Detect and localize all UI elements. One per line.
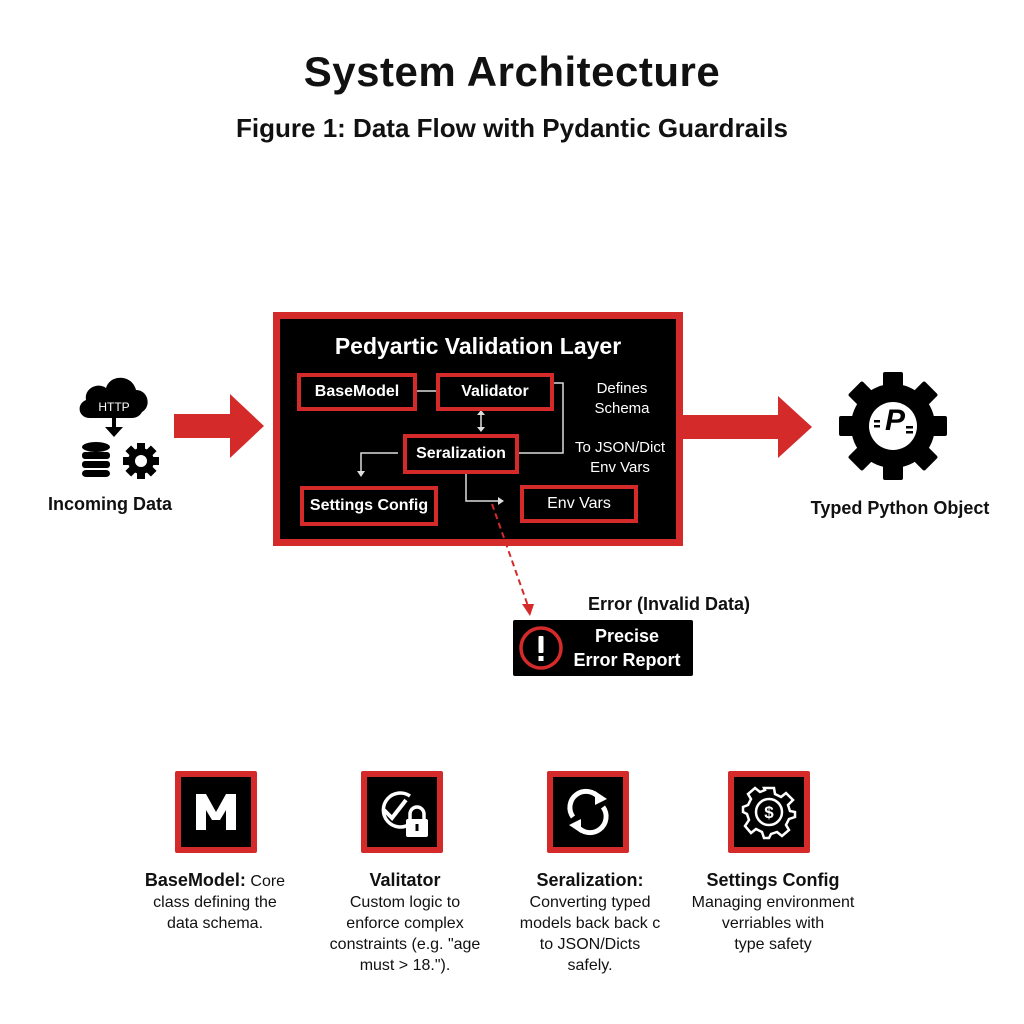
page-title: System Architecture: [303, 48, 721, 95]
note-line: To JSON/Dict: [574, 439, 665, 456]
serialization-node: Seralization: [403, 434, 519, 474]
desc-line: type safety: [734, 936, 812, 953]
m-logo-icon: [196, 794, 236, 830]
desc-line: Converting typed: [529, 894, 651, 911]
error-dashed-arrow: [491, 503, 534, 616]
desc-line: class defining the: [153, 894, 277, 911]
validation-layer-panel: Pedyartic Validation Layer BaseModel Val…: [273, 312, 683, 546]
desc-line: safely.: [567, 957, 613, 974]
exclamation-icon: [519, 626, 563, 670]
check-lock-icon: [381, 791, 428, 837]
defines-schema-note: Defines Schema: [572, 379, 672, 419]
legend-title: Settings Config: [706, 870, 840, 890]
settings-config-node: Settings Config: [300, 486, 438, 526]
cloud-http-icon: [79, 377, 148, 418]
desc-line: Managing environment: [691, 894, 855, 911]
error-heading: Error (Invalid Data): [587, 594, 751, 614]
legend-title: BaseModel:: [144, 870, 246, 890]
error-report-text: Precise Error Report: [565, 624, 689, 672]
to-json-note: To JSON/Dict Env Vars: [566, 438, 674, 478]
desc-line: Custom logic to: [349, 894, 461, 911]
desc-line: data schema.: [166, 915, 264, 932]
settings-card-icon: $: [728, 771, 810, 853]
settings-gear-icon: $: [741, 786, 797, 840]
legend-title: Seralization:: [536, 870, 644, 890]
note-line: Defines: [596, 380, 648, 397]
basemodel-node: BaseModel: [297, 373, 417, 411]
validator-description: Valitator Custom logic to enforce comple…: [320, 870, 490, 976]
typed-python-object-gear-icon: [839, 372, 947, 480]
gear-icon: [123, 443, 159, 479]
down-arrow-icon: [105, 416, 123, 437]
desc-line: must > 18.").: [359, 957, 451, 974]
desc-line: to JSON/Dicts: [539, 936, 641, 953]
validator-node: Validator: [436, 373, 554, 411]
figure-caption: Figure 1: Data Flow with Pydantic Guardr…: [236, 113, 788, 143]
desc-title-line: BaseModel: Core: [135, 870, 295, 892]
legend-title: Valitator: [369, 870, 441, 890]
incoming-data-label: Incoming Data: [47, 494, 172, 514]
env-vars-node: Env Vars: [520, 485, 638, 523]
desc-line: Core: [250, 873, 286, 890]
layer-connectors: [357, 382, 564, 505]
desc-line: constraints (e.g. "age: [329, 936, 481, 953]
note-line: Env Vars: [590, 459, 650, 476]
error-line: Precise: [594, 626, 660, 646]
validation-layer-title: Pedyartic Validation Layer: [334, 333, 622, 359]
database-icon: [82, 442, 110, 477]
typed-python-object-label: Typed Python Object: [810, 498, 990, 518]
svg-text:$: $: [764, 803, 774, 822]
basemodel-description: BaseModel: Core class defining the data …: [135, 870, 295, 934]
desc-line: models back back c: [519, 915, 661, 932]
python-p-glyph: P: [884, 404, 905, 437]
settings-description: Settings Config Managing environment ver…: [683, 870, 863, 955]
desc-line: enforce complex: [346, 915, 464, 932]
note-line: Schema: [594, 400, 650, 417]
refresh-icon: [567, 788, 609, 836]
error-line: Error Report: [573, 650, 681, 670]
arrow-out: [680, 396, 812, 458]
validator-card-icon: [361, 771, 443, 853]
http-label: HTTP: [98, 400, 130, 414]
arrow-in: [174, 394, 264, 458]
serialization-card-icon: [547, 771, 629, 853]
serialization-description: Seralization: Converting typed models ba…: [510, 870, 670, 976]
basemodel-card-icon: [175, 771, 257, 853]
desc-line: verriables with: [721, 915, 825, 932]
incoming-data-node: HTTP: [70, 368, 160, 480]
error-report-box: Precise Error Report: [513, 620, 693, 676]
